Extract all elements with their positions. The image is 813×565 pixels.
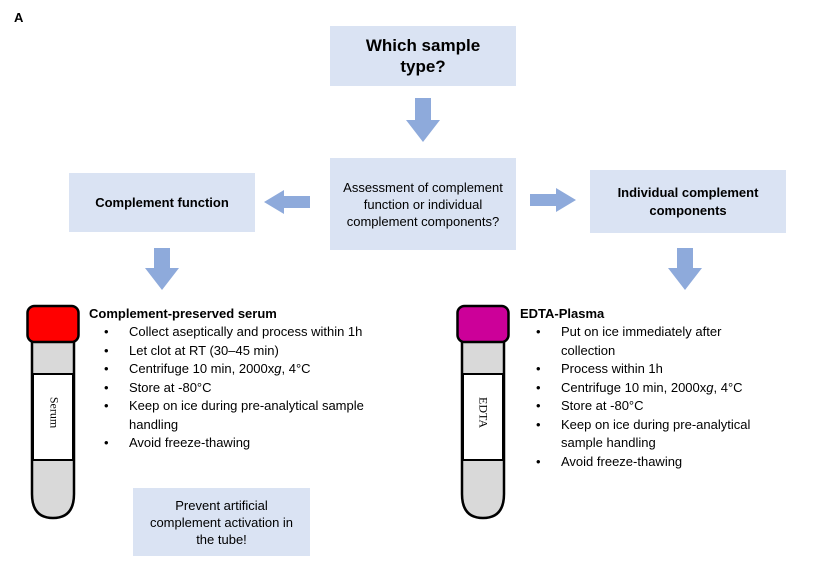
panel-label: A [14,10,24,25]
serum-tube-label: Serum [47,396,62,429]
serum-tube-cap [26,304,80,344]
edta-tube-cap [456,304,510,344]
down-arrow-left-icon [145,248,179,290]
list-item: Process within 1h [536,360,766,379]
individual-components-text: Individual complement components [617,184,759,218]
serum-steps-list: Collect aseptically and process within 1… [104,323,364,453]
assessment-question-box: Assessment of complement function or ind… [330,158,516,250]
list-item: Store at -80°C [536,397,766,416]
right-arrow-icon [530,188,576,212]
list-item: Centrifuge 10 min, 2000xg, 4°C [536,379,766,398]
plasma-steps-list: Put on ice immediately after collection … [536,323,766,471]
prevent-activation-box: Prevent artificial complement activation… [133,488,310,556]
complement-function-text: Complement function [95,195,229,210]
serum-section-title: Complement-preserved serum [89,306,277,321]
individual-components-box: Individual complement components [590,170,786,233]
list-item: Put on ice immediately after collection [536,323,766,360]
list-item: Centrifuge 10 min, 2000xg, 4°C [104,360,364,379]
list-item: Keep on ice during pre-analytical sample… [104,397,364,434]
list-item: Collect aseptically and process within 1… [104,323,364,342]
plasma-section-title: EDTA-Plasma [520,306,605,321]
complement-function-box: Complement function [69,173,255,232]
sample-type-question-box: Which sample type? [330,26,516,86]
list-item: Let clot at RT (30–45 min) [104,342,364,361]
down-arrow-icon [406,98,440,142]
edta-tube-icon [456,304,510,520]
list-item: Store at -80°C [104,379,364,398]
edta-tube-label: EDTA [476,396,491,429]
sample-type-question-text: Which sample type? [365,36,481,76]
prevent-activation-text: Prevent artificial complement activation… [149,497,294,547]
down-arrow-right-icon [668,248,702,290]
list-item: Avoid freeze-thawing [104,434,364,453]
assessment-question-text: Assessment of complement function or ind… [343,179,503,229]
list-item: Avoid freeze-thawing [536,453,766,472]
list-item: Keep on ice during pre-analytical sample… [536,416,766,453]
serum-tube-icon [26,304,80,520]
left-arrow-icon [264,190,310,214]
